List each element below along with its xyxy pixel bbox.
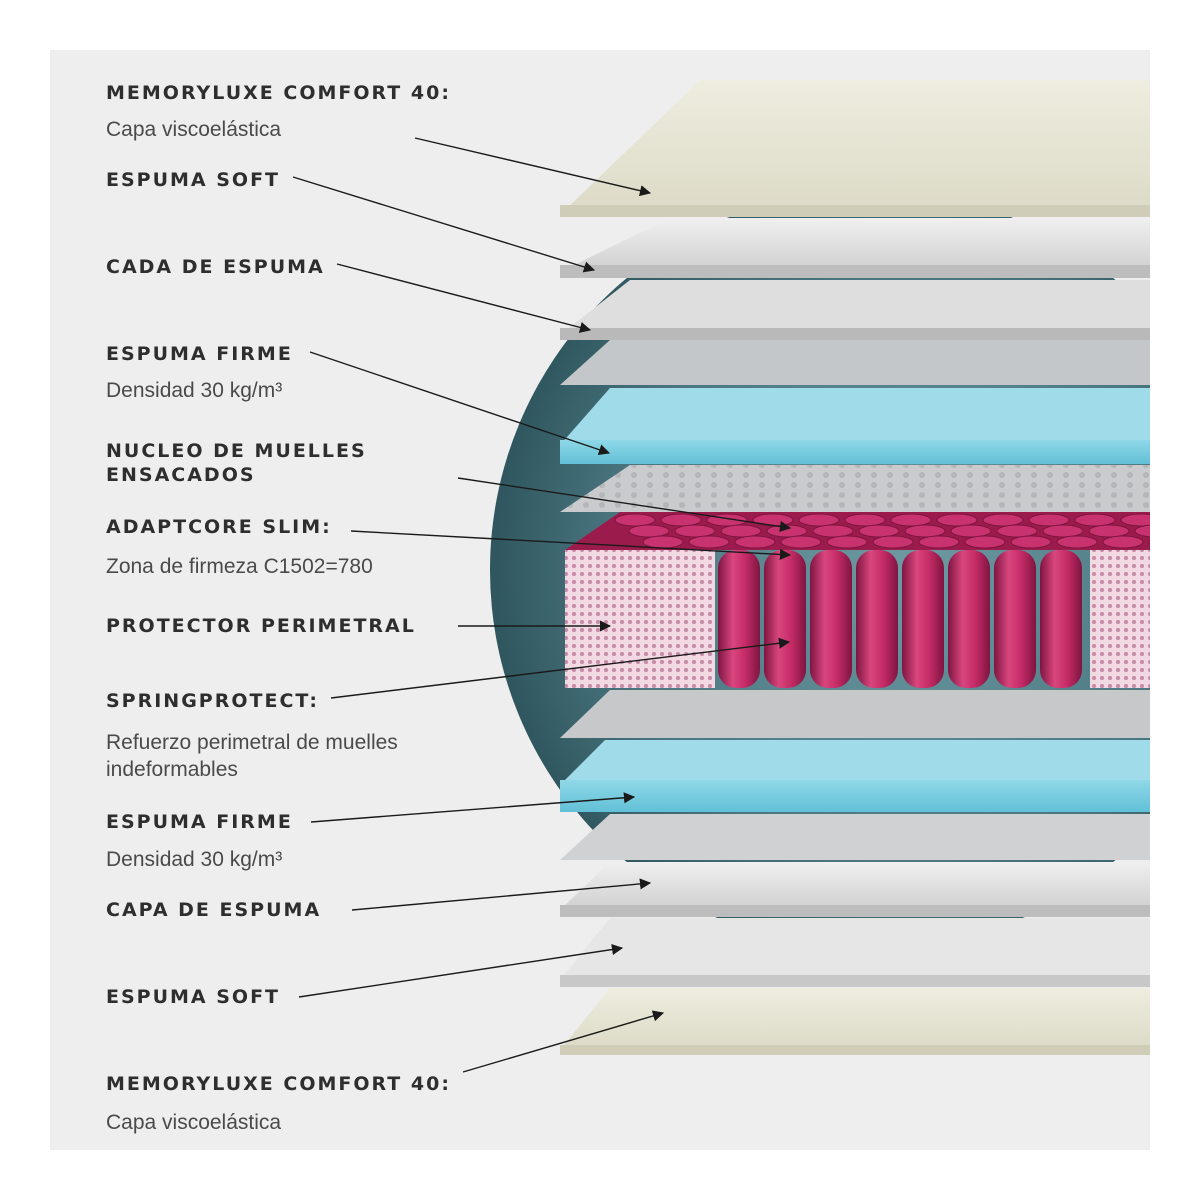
arrow-spring-core xyxy=(457,477,792,533)
label-adaptcore-slim: ADAPTCORE SLIM: xyxy=(106,516,332,538)
spring-top xyxy=(720,524,762,538)
spring-top xyxy=(1056,535,1098,549)
spring-top xyxy=(872,535,914,549)
label-cada-de-espuma: CADA DE ESPUMA xyxy=(106,256,325,278)
spring-top xyxy=(1102,535,1144,549)
spring-coil xyxy=(902,550,944,688)
arrow-firm-top xyxy=(309,351,611,456)
layer-grey-bottom-2 xyxy=(560,814,1150,860)
spring-top xyxy=(996,524,1038,538)
arrow-foam-top xyxy=(336,263,592,333)
label-springprotect: SPRINGPROTECT: xyxy=(106,690,319,712)
spring-coil xyxy=(994,550,1036,688)
layer-firm-bottom xyxy=(560,780,1150,812)
arrow-memory-top xyxy=(414,137,652,197)
spring-top xyxy=(918,535,960,549)
spring-top xyxy=(688,535,730,549)
arrow-soft-top xyxy=(292,176,596,273)
springs xyxy=(718,550,1082,688)
spring-coil xyxy=(856,550,898,688)
spring-top xyxy=(766,524,808,538)
spring-top xyxy=(798,513,840,527)
spring-top xyxy=(982,513,1024,527)
spring-coil xyxy=(764,550,806,688)
spring-coil xyxy=(1040,550,1082,688)
layer-soft-top xyxy=(560,218,1150,272)
spring-top xyxy=(752,513,794,527)
arrow-memory-bottom xyxy=(462,1010,665,1073)
label-nucleo-muelles: NUCLEO DE MUELLES ENSACADOS xyxy=(106,440,367,486)
spring-top xyxy=(890,513,932,527)
layer-foam-top xyxy=(560,280,1150,335)
desc-memoryluxe-top: Capa viscoelástica xyxy=(106,118,282,141)
desc-espuma-firme-top: Densidad 30 kg/m³ xyxy=(106,379,283,402)
layer-firm-top xyxy=(560,440,1150,464)
label-capa-de-espuma: CAPA DE ESPUMA xyxy=(106,899,322,921)
spring-top xyxy=(734,535,776,549)
label-protector-perimetral: PROTECTOR PERIMETRAL xyxy=(106,615,416,637)
layer-grey-top xyxy=(560,340,1150,385)
spring-top xyxy=(826,535,868,549)
label-espuma-firme-top: ESPUMA FIRME xyxy=(106,343,293,365)
label-memoryluxe-bottom: MEMORYLUXE COMFORT 40: xyxy=(106,1073,451,1095)
perimeter-protector xyxy=(565,550,715,688)
arrow-soft-bottom xyxy=(298,943,624,998)
desc-memoryluxe-bottom: Capa viscoelástica xyxy=(106,1111,282,1134)
label-espuma-firme-bottom: ESPUMA FIRME xyxy=(106,811,293,833)
spring-top xyxy=(1074,513,1116,527)
spring-coil xyxy=(948,550,990,688)
spring-top xyxy=(950,524,992,538)
layer-firm-top-surface xyxy=(560,388,1150,445)
spring-top xyxy=(628,524,670,538)
spring-top xyxy=(844,513,886,527)
desc-espuma-firme-bottom: Densidad 30 kg/m³ xyxy=(106,848,283,871)
spring-top xyxy=(614,513,656,527)
spring-top xyxy=(1042,524,1084,538)
layer-memory-top xyxy=(560,80,1150,215)
arrows xyxy=(292,137,792,1073)
label-espuma-soft-bottom: ESPUMA SOFT xyxy=(106,986,281,1008)
arrow-adaptcore xyxy=(350,530,792,561)
label-memoryluxe-top: MEMORYLUXE COMFORT 40: xyxy=(106,82,451,104)
layer-foam-bottom xyxy=(560,862,1150,910)
mattress-layers-diagram: MEMORYLUXE COMFORT 40: Capa viscoelástic… xyxy=(50,50,1150,1150)
spring-top xyxy=(1148,539,1150,545)
spring-top xyxy=(858,524,900,538)
spring-top xyxy=(1120,513,1150,527)
layer-mesh xyxy=(560,465,1150,512)
spring-top xyxy=(674,524,716,538)
label-espuma-soft-top: ESPUMA SOFT xyxy=(106,169,281,191)
spring-top xyxy=(780,535,822,549)
spring-top xyxy=(642,535,684,549)
spring-top xyxy=(1134,524,1150,538)
layer-memory-bottom xyxy=(560,988,1150,1050)
spring-top xyxy=(1088,524,1130,538)
desc-adaptcore-slim: Zona de firmeza C1502=780 xyxy=(106,555,373,578)
spring-top xyxy=(964,535,1006,549)
spring-top xyxy=(1010,535,1052,549)
spring-top xyxy=(904,524,946,538)
spring-top xyxy=(936,513,978,527)
desc-springprotect: Refuerzo perimetral de muelles indeforma… xyxy=(106,731,398,781)
arrow-springprotect xyxy=(330,637,791,699)
arrow-foam-bottom xyxy=(351,878,652,911)
spring-top xyxy=(812,524,854,538)
layer-soft-bottom xyxy=(560,918,1150,980)
spring-top xyxy=(660,513,702,527)
spring-top xyxy=(1028,513,1070,527)
layer-grey-bottom xyxy=(560,690,1150,738)
arrow-firm-bottom xyxy=(310,792,636,823)
spring-coil xyxy=(718,550,760,688)
spring-coil xyxy=(810,550,852,688)
mattress-illustration xyxy=(292,80,1150,1073)
